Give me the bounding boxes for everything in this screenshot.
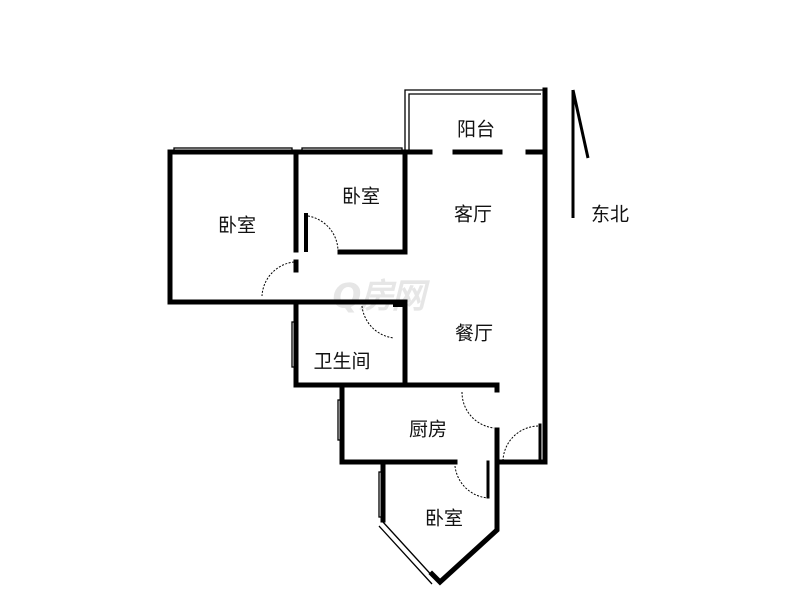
room-label-bedroom-bottom: 卧室 bbox=[424, 507, 464, 530]
room-label-bedroom-middle: 卧室 bbox=[341, 185, 381, 208]
watermark: Q房网 bbox=[332, 276, 426, 317]
door-swing-entrance bbox=[502, 425, 539, 461]
room-label-kitchen: 厨房 bbox=[408, 418, 448, 441]
wall-right bbox=[497, 87, 548, 465]
compass-label: 东北 bbox=[590, 203, 630, 226]
balcony-railing bbox=[404, 89, 545, 152]
room-label-bedroom-left: 卧室 bbox=[217, 214, 257, 237]
room-label-balcony: 阳台 bbox=[456, 118, 496, 141]
door-swing-left-bedroom bbox=[261, 261, 295, 297]
room-label-living-room: 客厅 bbox=[453, 203, 493, 226]
door-swing-kitchen bbox=[461, 391, 495, 429]
door-swing-bathroom bbox=[361, 305, 395, 339]
north-arrow-icon bbox=[571, 89, 590, 218]
door-swing-middle-bedroom bbox=[307, 215, 339, 253]
wall-left-bedroom bbox=[167, 151, 408, 305]
door-swing-bottom-bedroom bbox=[454, 465, 489, 499]
room-label-bathroom: 卫生间 bbox=[313, 350, 371, 373]
room-label-dining-room: 餐厅 bbox=[454, 322, 494, 345]
